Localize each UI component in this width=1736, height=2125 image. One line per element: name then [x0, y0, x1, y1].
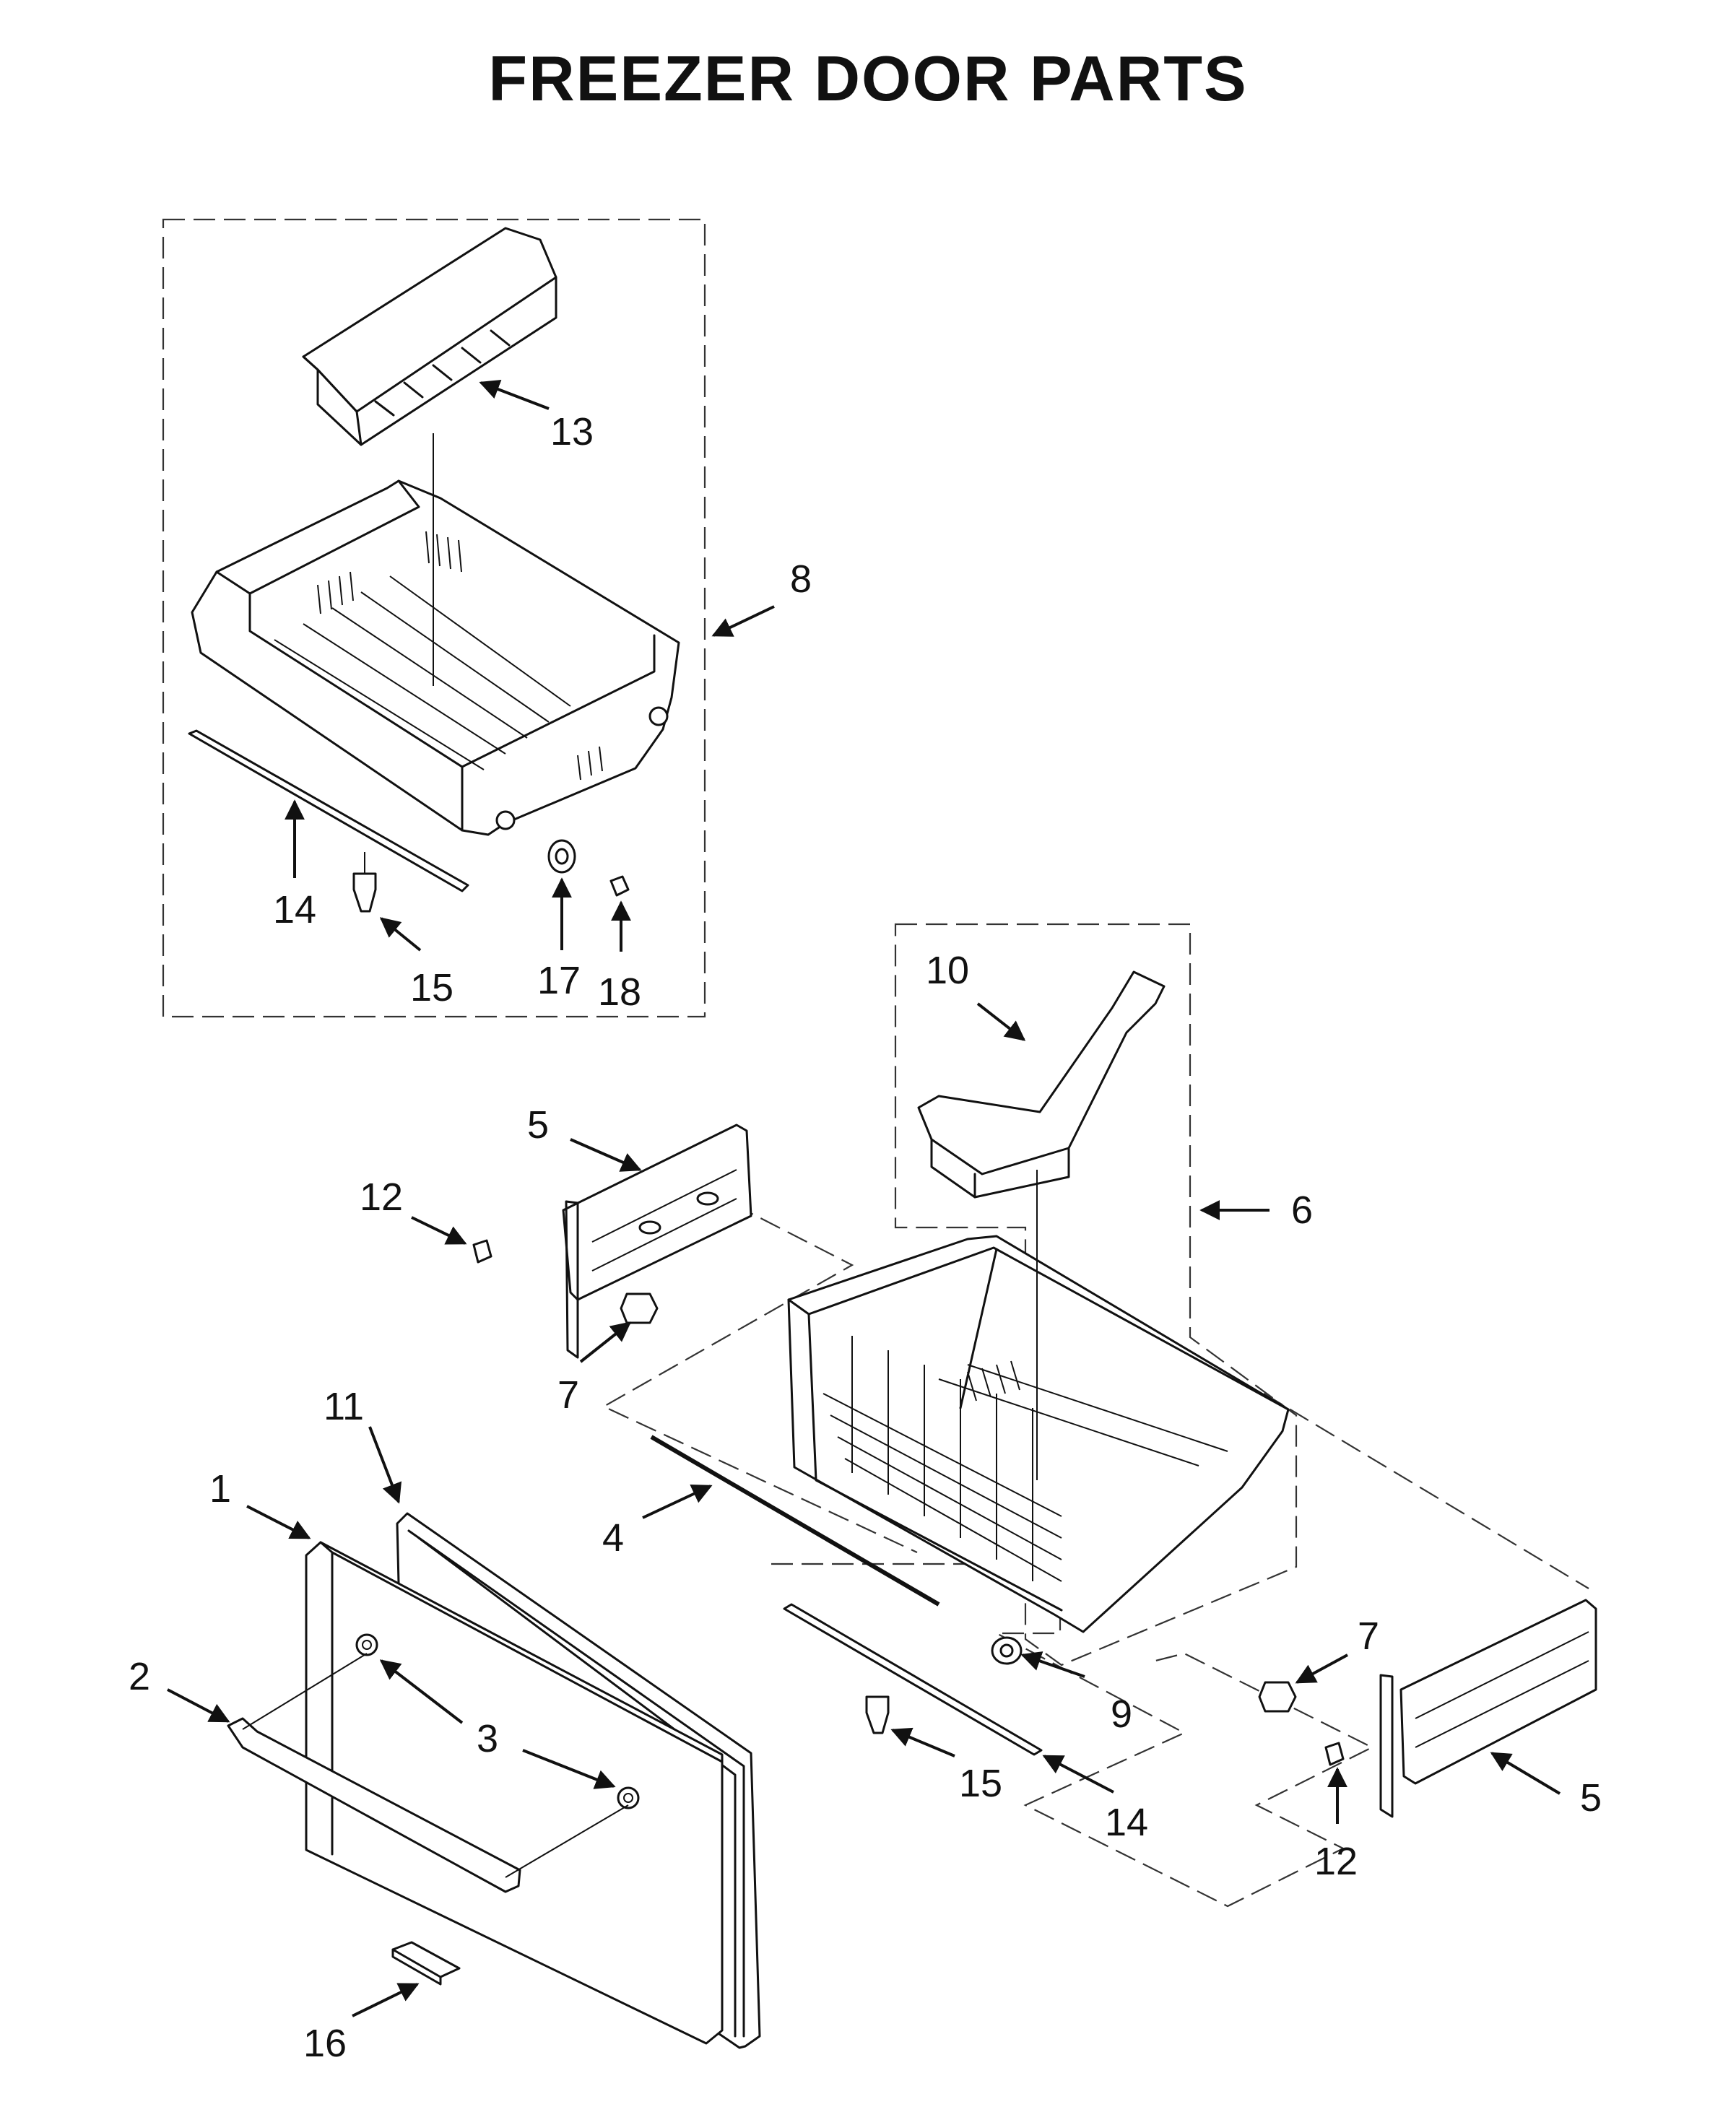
arrow-7-upper [579, 1321, 632, 1363]
rail-part-5-left [562, 1124, 752, 1359]
callout-15-upper: 15 [410, 966, 453, 1009]
arrow-13 [479, 379, 550, 410]
bolt-part-3-upper [355, 1633, 378, 1656]
screw-part-7-right [1258, 1681, 1297, 1713]
callout-5-lower: 5 [1580, 1776, 1602, 1820]
callout-12-lower: 12 [1314, 1840, 1358, 1883]
bolt-part-3-lower [617, 1786, 640, 1809]
arrow-4 [642, 1485, 713, 1519]
callout-5-upper: 5 [527, 1103, 549, 1147]
callout-8: 8 [790, 557, 812, 601]
arrow-5-upper [570, 1138, 642, 1172]
callout-16: 16 [303, 2022, 347, 2065]
assembly-box-rail-kit [771, 1563, 1374, 1908]
callout-7-lower: 7 [1358, 1615, 1379, 1658]
arrow-5-lower [1490, 1752, 1561, 1795]
lower-basket-part-6 [787, 1170, 1290, 1633]
screw-part-7-left [620, 1292, 659, 1324]
assembly-box-upper-basket [162, 218, 706, 1018]
door-part-1 [305, 1541, 724, 2045]
callout-1: 1 [209, 1467, 231, 1511]
arrow-8 [711, 605, 775, 637]
upper-basket-part-8 [191, 433, 680, 836]
callout-7-upper: 7 [557, 1373, 579, 1417]
callout-6: 6 [1291, 1188, 1313, 1232]
clip-part-12-right [1324, 1742, 1345, 1766]
upper-bin-part-13 [302, 227, 557, 446]
rail-dashed-guide-left [602, 1204, 918, 1553]
arrow-11 [368, 1426, 402, 1504]
page-title: FREEZER DOOR PARTS [488, 43, 1248, 114]
callout-13: 13 [550, 410, 594, 453]
arrow-16 [352, 1983, 420, 2017]
callout-4: 4 [602, 1516, 624, 1560]
arrow-2 [167, 1688, 230, 1723]
callout-12-upper: 12 [360, 1176, 403, 1219]
callout-11: 11 [324, 1385, 364, 1428]
arrow-15-upper [379, 917, 422, 952]
screw-part-15-upper [352, 852, 377, 913]
clip-part-12-left [472, 1239, 492, 1264]
callout-3: 3 [477, 1717, 498, 1760]
arrow-1 [246, 1505, 311, 1539]
arrow-3-upper [379, 1659, 464, 1724]
arrow-10 [976, 1002, 1026, 1041]
callout-2: 2 [129, 1655, 150, 1698]
pin-part-18 [609, 875, 630, 897]
callout-15-lower: 15 [959, 1762, 1002, 1805]
callout-14-upper: 14 [273, 888, 316, 931]
arrow-12-upper [411, 1216, 467, 1245]
roller-part-9 [991, 1636, 1023, 1665]
lower-bin-part-10 [917, 970, 1166, 1199]
handle-part-2 [227, 1653, 629, 1893]
rail-dashed-guide-right [1263, 1393, 1589, 1589]
arrow-7-lower [1295, 1653, 1348, 1684]
arrow-14-lower [1042, 1755, 1114, 1794]
rod-part-4 [650, 1435, 940, 1607]
seal-strip-part-14-upper [188, 729, 469, 892]
seal-strip-part-14-lower [783, 1603, 1043, 1756]
callout-10: 10 [926, 949, 969, 992]
badge-part-16 [391, 1941, 461, 1986]
arrow-3-lower [522, 1749, 616, 1789]
wheel-part-17 [547, 839, 576, 874]
screw-part-15-lower [865, 1695, 890, 1734]
assembly-box-lower-basket [894, 923, 1298, 1666]
callout-18: 18 [598, 970, 641, 1014]
callout-14-lower: 14 [1105, 1801, 1148, 1844]
arrow-15-lower [890, 1727, 955, 1757]
callout-17: 17 [537, 959, 581, 1002]
callout-9: 9 [1111, 1692, 1132, 1736]
arrow-9 [1020, 1651, 1085, 1678]
rail-part-5-right [1379, 1599, 1597, 1818]
